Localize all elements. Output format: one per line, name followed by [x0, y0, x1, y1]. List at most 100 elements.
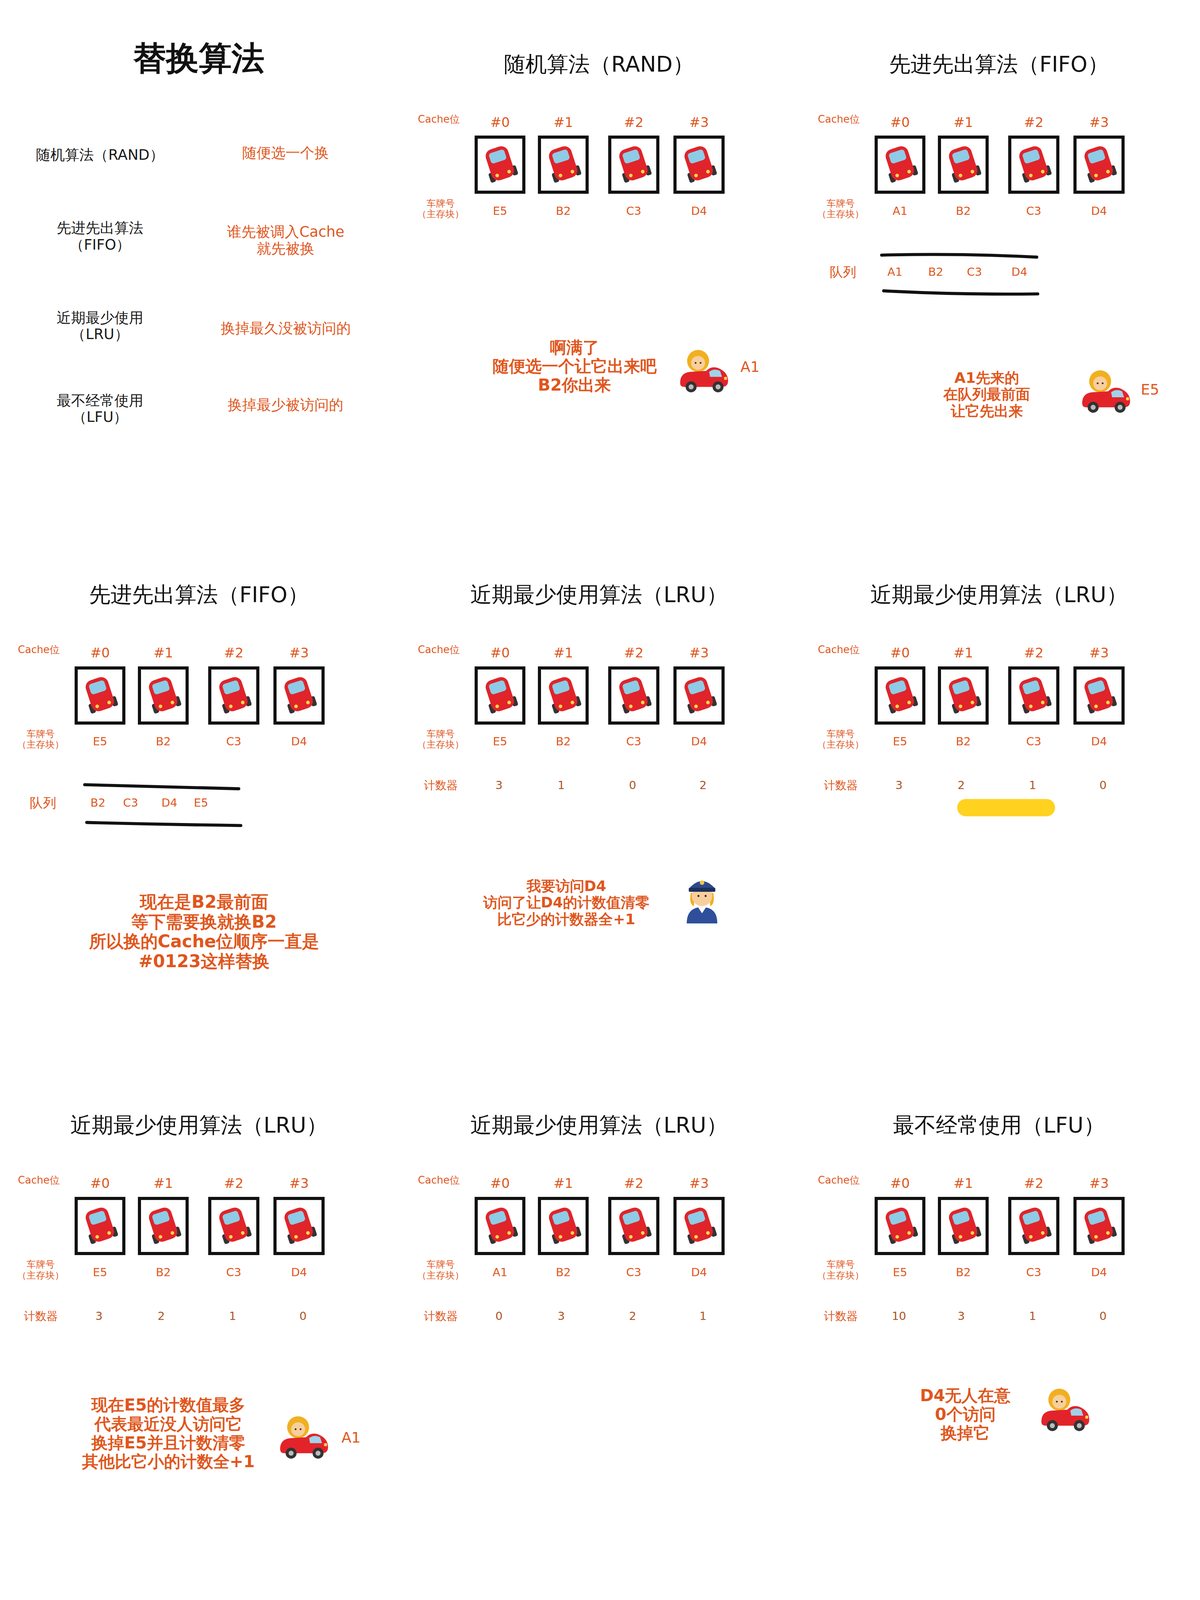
block-name: B2 — [155, 1266, 171, 1279]
text-line: 车牌号 — [417, 728, 465, 740]
queue-item: A1 — [887, 266, 903, 279]
slot-number: #2 — [623, 114, 644, 131]
text-line: Cache位 — [817, 113, 860, 126]
police-icon — [686, 880, 718, 924]
driver-car-icon — [680, 350, 729, 393]
car-icon — [611, 1200, 657, 1252]
block-name: D4 — [291, 735, 308, 749]
counter-value: 0 — [495, 1309, 503, 1323]
car-icon — [77, 1200, 123, 1252]
text-line: 换掉E5并且计数清零 — [82, 1433, 255, 1453]
slot-number: #1 — [953, 114, 974, 131]
text-line: （FIFO） — [56, 236, 144, 254]
car-icon — [1011, 138, 1057, 191]
text-line: #1 — [553, 645, 574, 661]
car-icon — [477, 1200, 523, 1252]
row-label: 车牌号 （主存块） — [817, 1259, 865, 1282]
cache-slot: #3D4 — [673, 135, 725, 194]
slot-number: #2 — [223, 645, 244, 661]
block-name: E5 — [492, 204, 508, 218]
driver-car-icon — [1082, 370, 1131, 413]
counter-value: 2 — [628, 1309, 636, 1323]
slot-number: #3 — [1089, 1176, 1109, 1192]
slot-number: #1 — [153, 645, 174, 661]
text-line: 换掉它 — [919, 1423, 1011, 1443]
text-line: C3 — [226, 735, 242, 749]
text-line: 替换算法 — [133, 39, 265, 78]
cache-slot: #2C3 — [1008, 135, 1060, 194]
text-line: #3 — [689, 114, 709, 131]
block-name: D4 — [691, 735, 708, 749]
text-line: E5 — [892, 735, 908, 749]
text-line: 最不经常使用 — [56, 392, 144, 410]
text-line: A1 — [341, 1429, 361, 1447]
text-line: 1 — [699, 1309, 707, 1323]
text-line: #2 — [1023, 114, 1044, 131]
text-line: 换掉最少被访问的 — [227, 396, 344, 414]
block-name: E5 — [92, 1266, 108, 1279]
text-line: #1 — [553, 1176, 574, 1192]
text-line: （主存块） — [17, 739, 65, 751]
block-name: B2 — [955, 1266, 971, 1279]
slot-number: #0 — [890, 114, 910, 131]
text-line: 1 — [228, 1309, 236, 1323]
main-title: 替换算法 — [133, 39, 265, 78]
slot-number: #0 — [90, 1176, 110, 1192]
text-line: 就先被换 — [226, 240, 345, 258]
queue-line — [84, 784, 239, 789]
text-line: E5 — [492, 735, 508, 749]
text-line: （主存块） — [417, 739, 465, 751]
text-line: 2 — [157, 1309, 165, 1323]
slot-number: #3 — [689, 114, 709, 131]
cache-slot: #3D4 — [673, 1196, 725, 1256]
row-label: Cache位 — [417, 113, 460, 126]
row-label: Cache位 — [17, 644, 60, 656]
row-label: 车牌号 （主存块） — [17, 728, 65, 751]
text-line: 队列 — [829, 264, 857, 281]
text-line: （主存块） — [817, 1270, 865, 1282]
text-line: E5 — [92, 735, 108, 749]
text-line: 2 — [957, 779, 965, 793]
block-name: E5 — [892, 1266, 908, 1279]
counter-value: 0 — [299, 1309, 307, 1323]
row-label: 计数器 — [23, 1309, 58, 1323]
car-icon — [541, 1200, 586, 1252]
slot-number: #2 — [1023, 645, 1044, 661]
text-line: 换掉最久没被访问的 — [220, 320, 351, 338]
row-label: 计数器 — [823, 1309, 858, 1323]
text-line: #2 — [623, 114, 644, 131]
text-line: 3 — [495, 779, 503, 793]
text-line: 0 — [1099, 1309, 1107, 1323]
text-line: #1 — [153, 645, 174, 661]
text-line: #0 — [490, 645, 510, 661]
text-line: D4 — [691, 1266, 708, 1279]
text-line: C3 — [1026, 204, 1042, 218]
text-line: B2 — [155, 1266, 171, 1279]
car-icon — [1076, 1200, 1122, 1252]
row-label: 计数器 — [823, 779, 858, 793]
text-line: A1 — [887, 266, 903, 279]
car-icon — [211, 1200, 257, 1252]
car-icon — [676, 138, 722, 191]
counter-value: 1 — [1028, 1309, 1036, 1323]
cache-slot: #0A1 — [874, 135, 926, 194]
block-name: D4 — [1091, 204, 1108, 218]
text-line: Cache位 — [17, 1174, 60, 1187]
counter-value: 3 — [957, 1309, 965, 1323]
text-line: C3 — [626, 735, 642, 749]
row-label: 队列 — [29, 795, 57, 811]
text-line: 计数器 — [423, 779, 458, 793]
slot-number: #3 — [289, 645, 309, 661]
text-line: 3 — [95, 1309, 103, 1323]
row-label: Cache位 — [817, 113, 860, 126]
cache-slot: #1B2 — [137, 1196, 190, 1256]
text-line: #0 — [890, 645, 910, 661]
text-line: Cache位 — [417, 113, 460, 126]
text-line: （主存块） — [17, 1270, 65, 1282]
text-line: 我要访问D4 — [483, 878, 650, 895]
text-line: 车牌号 — [17, 728, 65, 740]
block-name: D4 — [691, 1266, 708, 1279]
driver-car-icon — [1041, 1388, 1090, 1432]
text-line: B2 — [90, 796, 106, 810]
